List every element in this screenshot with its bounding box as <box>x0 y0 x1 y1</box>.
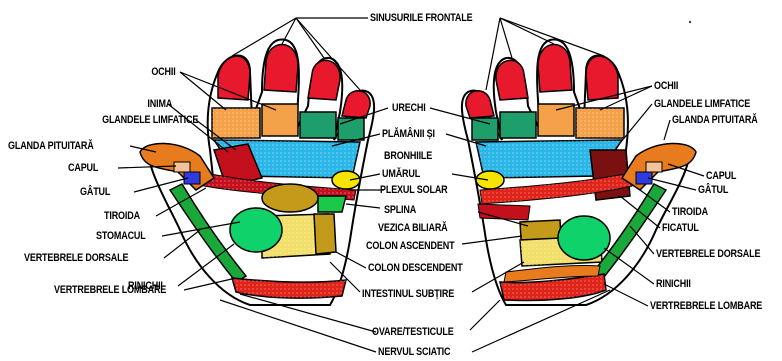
label-urechi: URECHI <box>392 102 426 114</box>
left-colon-descending <box>314 214 336 254</box>
left-pituitary <box>174 162 190 172</box>
label-gatul-left: GÂTUL <box>80 186 110 198</box>
label-nervul-sciatic: NERVUL SCIATIC <box>378 346 450 358</box>
label-bronhiile: BRONHIILE <box>384 150 432 162</box>
label-capul-left: CAPUL <box>68 162 98 174</box>
left-fingertip-4 <box>342 91 370 118</box>
right-eyes-zone-2 <box>538 104 574 136</box>
left-kidney-zone <box>230 208 282 252</box>
label-vertebrele-dorsale-right: VERTEBRELE DORSALE <box>656 248 760 260</box>
left-shoulder-zone <box>332 171 360 189</box>
label-glandele-limfatice-left: GLANDELE LIMFATICE <box>102 114 198 126</box>
label-colon-ascendent: COLON ASCENDENT <box>366 240 454 252</box>
label-colon-descendent: COLON DESCENDENT <box>368 262 463 274</box>
right-kidney-zone <box>558 216 610 260</box>
left-ears-zone <box>300 112 336 138</box>
label-plamanii-si: PLĂMÂNII ȘI <box>382 128 435 140</box>
label-rinichii-right: RINICHII <box>656 278 691 290</box>
right-fingertip-4 <box>466 91 494 118</box>
label-stomacul: STOMACUL <box>96 230 146 242</box>
label-splina: SPLINA <box>384 204 416 216</box>
right-fingertip-3 <box>496 60 528 100</box>
right-pituitary <box>646 162 662 172</box>
label-plexul-solar: PLEXUL SOLAR <box>380 184 448 196</box>
label-glanda-pituitara-right: GLANDA PITUITARĂ <box>672 114 758 126</box>
label-intestinul-subtire: INTESTINUL SUBȚIRE <box>362 288 454 300</box>
label-ficatul: FICATUL <box>662 222 699 234</box>
label-ovare-testicule: OVARE/TESTICULE <box>372 326 454 338</box>
label-vertebrele-dorsale-left: VERTEBRELE DORSALE <box>24 252 128 264</box>
left-fingertip-3 <box>308 60 340 100</box>
label-ochii-left: OCHII <box>152 66 176 78</box>
label-glanda-pituitara-left: GLANDA PITUITARĂ <box>8 140 94 152</box>
label-vertebrele-lombare-left: VERTREBRELE LOMBARE <box>54 284 166 296</box>
label-gatul-right: GÂTUL <box>698 184 728 196</box>
left-eyes-zone-2 <box>262 104 298 136</box>
right-fingertip-2 <box>538 44 572 92</box>
left-spleen-zone <box>318 196 346 212</box>
label-sinusurile-frontale: SINUSURILE FRONTALE <box>370 12 472 24</box>
label-inima: INIMA <box>147 98 172 110</box>
left-fingertip-2 <box>264 44 298 92</box>
left-ears-zone-2 <box>338 118 364 140</box>
left-stomach-zone <box>262 184 318 212</box>
label-tiroida-left: TIROIDA <box>104 210 140 222</box>
label-capul-right: CAPUL <box>706 170 736 182</box>
label-vertebrele-lombare-right: VERTREBRELE LOMBARE <box>650 300 762 312</box>
label-umarul: UMĂRUL <box>382 168 420 180</box>
right-gallbladder-zone <box>478 204 530 220</box>
right-shoulder-zone <box>476 171 504 189</box>
right-ears-zone <box>500 112 536 138</box>
right-ears-zone-2 <box>472 118 498 140</box>
label-ochii-right: OCHII <box>654 80 678 92</box>
label-tiroida-right: TIROIDA <box>672 206 708 218</box>
label-vezica-biliara: VEZICA BILIARĂ <box>378 222 448 234</box>
label-glandele-limfatice-right: GLANDELE LIMFATICE <box>654 98 750 110</box>
